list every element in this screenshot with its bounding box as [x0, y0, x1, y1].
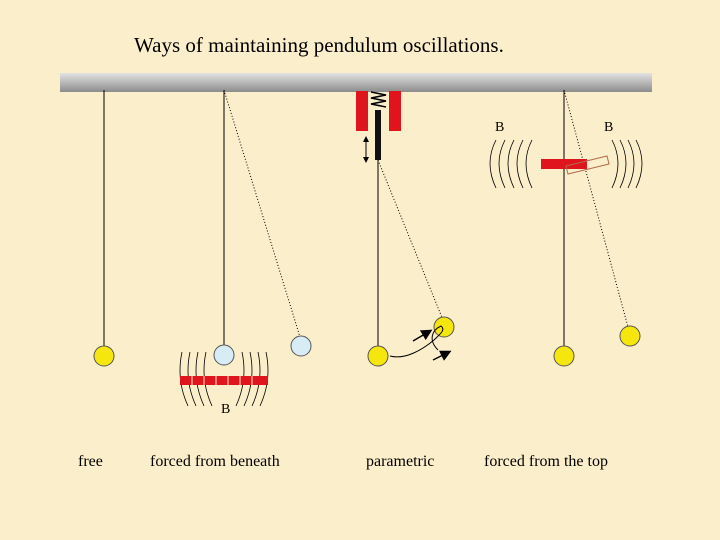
top-field-label-right: B [604, 120, 613, 135]
parametric-clamp-right [389, 91, 401, 131]
label-forced-top: forced from the top [484, 453, 608, 470]
top-field-label-left: B [495, 120, 504, 135]
beneath-magnet-ticks [191, 376, 253, 385]
label-forced-beneath: forced from beneath [150, 453, 280, 470]
parametric-bob [367, 345, 389, 367]
parametric-clamp-left [356, 91, 368, 131]
top-string-dotted [563, 89, 629, 328]
beneath-bob-displaced [290, 335, 312, 357]
beneath-string-dotted [223, 89, 301, 338]
label-parametric: parametric [366, 453, 434, 470]
top-magnet-displaced [565, 155, 610, 175]
beneath-field-label: B [221, 402, 230, 417]
parametric-arrow-down [363, 157, 369, 163]
top-field-lines-left [489, 139, 533, 189]
parametric-string-dotted [377, 159, 444, 321]
parametric-trajectory [389, 325, 444, 358]
top-bob [553, 345, 575, 367]
free-pendulum [93, 90, 115, 367]
parametric-pendulum [356, 91, 455, 367]
parametric-spring [370, 91, 387, 108]
parametric-arrow-up [363, 136, 369, 142]
forced-top-pendulum: B B [489, 89, 643, 367]
support-bar [60, 73, 652, 92]
parametric-rod [375, 110, 381, 160]
diagram-title: Ways of maintaining pendulum oscillation… [134, 33, 504, 57]
beneath-magnet [180, 376, 268, 385]
parametric-bob-displaced [433, 316, 455, 338]
parametric-motion-arrow-1 [412, 329, 433, 342]
top-field-lines-right [611, 139, 643, 189]
top-bob-displaced [619, 325, 641, 347]
forced-beneath-pendulum: B [179, 89, 312, 417]
free-bob [93, 345, 115, 367]
beneath-bob [213, 344, 235, 366]
parametric-motion-arrow-2 [432, 350, 452, 361]
label-free: free [78, 453, 103, 470]
top-magnet [541, 159, 587, 169]
